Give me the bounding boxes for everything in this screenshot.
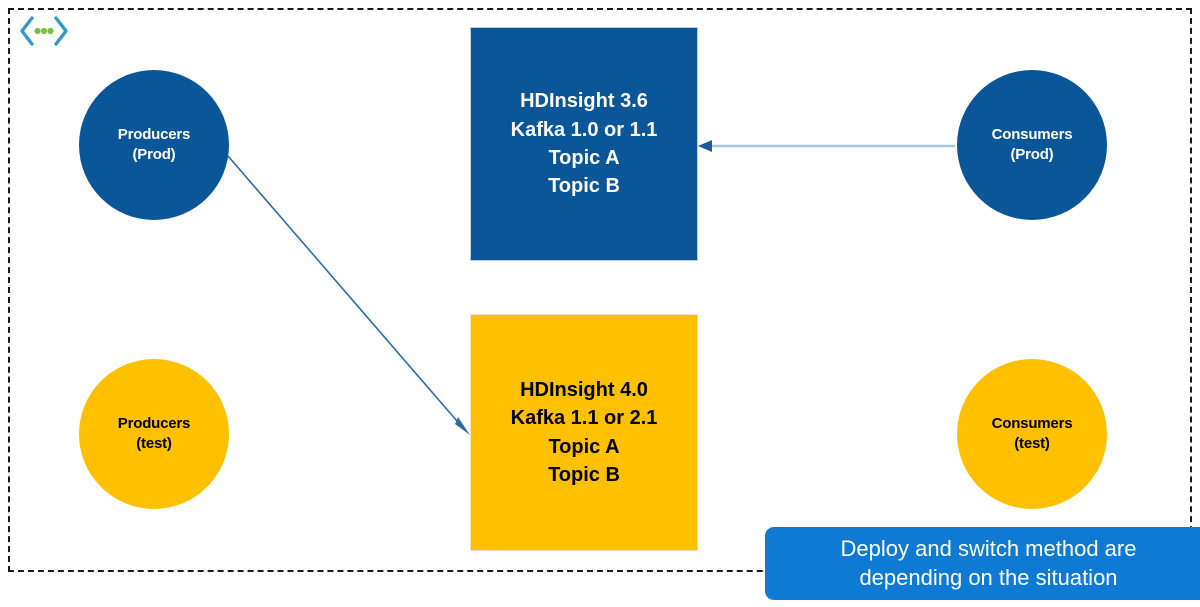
node-consumers-test[interactable]: Consumers (test) — [957, 359, 1107, 509]
cluster-topic-b: Topic B — [548, 175, 620, 198]
cluster-kafka-version: Kafka 1.0 or 1.1 — [510, 118, 658, 141]
diagram-boundary — [8, 8, 1192, 572]
cluster-topic-a: Topic A — [548, 147, 620, 169]
cluster-version: HDInsight 3.6 — [520, 90, 648, 113]
node-consumers-prod[interactable]: Consumers (Prod) — [957, 70, 1107, 220]
cluster-topic-b: Topic B — [548, 463, 620, 486]
cluster-box-hdinsight-40[interactable]: HDInsight 4.0 Kafka 1.1 or 2.1 Topic A T… — [470, 314, 698, 551]
note-banner: Deploy and switch method are depending o… — [765, 527, 1200, 600]
cluster-box-hdinsight-36[interactable]: HDInsight 3.6 Kafka 1.0 or 1.1 Topic A T… — [470, 27, 698, 261]
cluster-kafka-version: Kafka 1.1 or 2.1 — [510, 407, 658, 430]
node-label-primary: Producers — [117, 414, 191, 432]
node-label-primary: Consumers — [991, 125, 1073, 143]
node-label-secondary: (test) — [1014, 435, 1050, 452]
cluster-topic-a: Topic A — [548, 435, 620, 458]
node-producers-prod[interactable]: Producers (Prod) — [79, 70, 229, 220]
note-banner-line-2: depending on the situation — [859, 564, 1118, 590]
node-label-secondary: (Prod) — [1010, 146, 1054, 163]
node-label-primary: Producers — [117, 125, 191, 143]
note-banner-line-1: Deploy and switch method are — [840, 535, 1137, 561]
cluster-version: HDInsight 4.0 — [520, 378, 648, 401]
node-label-primary: Consumers — [991, 414, 1073, 432]
node-label-secondary: (test) — [136, 435, 172, 452]
node-producers-test[interactable]: Producers (test) — [79, 359, 229, 509]
node-label-secondary: (Prod) — [132, 146, 176, 163]
code-brackets-icon — [18, 14, 70, 48]
